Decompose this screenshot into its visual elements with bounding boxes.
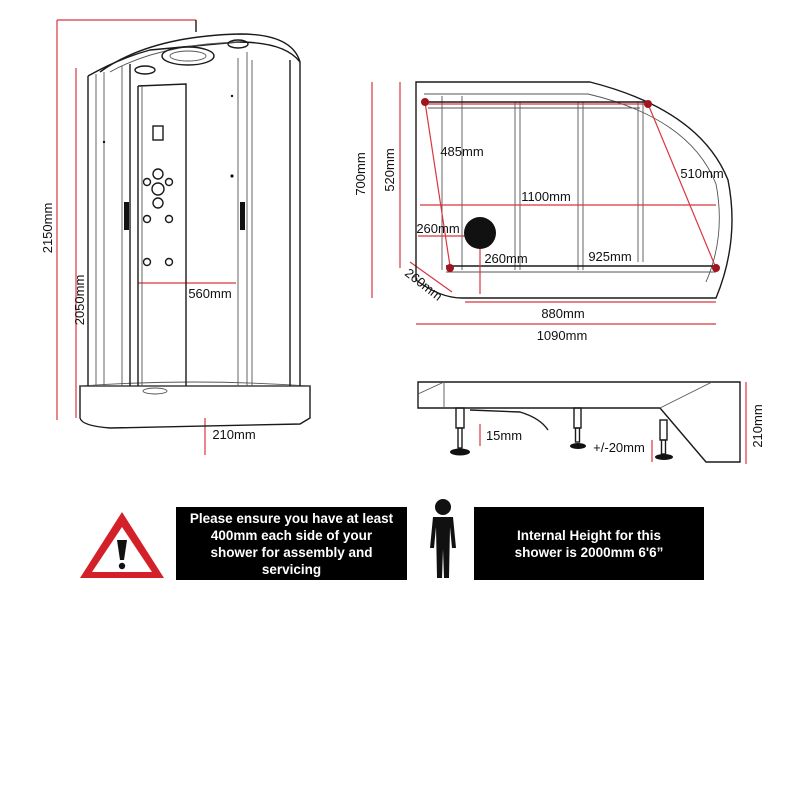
dim-front-inner-width: 560mm: [188, 286, 231, 301]
internal-height-notice-text: Internal Height for this shower is 2000m…: [514, 527, 664, 560]
dim-plan-510: 510mm: [680, 166, 723, 181]
dim-plan-485: 485mm: [440, 144, 483, 159]
dim-plan-260-right: 260mm: [484, 251, 527, 266]
dim-side-adjust: +/-20mm: [593, 440, 645, 455]
dim-plan-260-left: 260mm: [416, 221, 459, 236]
dim-plan-880: 880mm: [541, 306, 584, 321]
dim-side-210: 210mm: [750, 404, 765, 447]
internal-height-notice: Internal Height for this shower is 2000m…: [474, 507, 704, 580]
dim-plan-260-diagonal: 260mm: [402, 265, 445, 304]
warning-triangle-icon: [80, 512, 164, 578]
person-silhouette-icon: [430, 499, 456, 578]
dim-plan-925: 925mm: [588, 249, 631, 264]
front-view: 2150mm 2050mm 560mm 210mm: [40, 19, 311, 455]
assembly-space-notice: Please ensure you have at least 400mm ea…: [176, 507, 407, 580]
dim-front-tray-height: 210mm: [212, 427, 255, 442]
side-view: 15mm +/-20mm 210mm: [417, 381, 765, 464]
dim-plan-depth-rect: 520mm: [382, 148, 397, 191]
plan-view: 700mm 520mm 485mm 510mm 1100mm 260mm 260…: [353, 81, 733, 343]
dim-front-height: 2050mm: [72, 275, 87, 326]
dim-plan-1100: 1100mm: [521, 189, 571, 204]
dim-plan-1090: 1090mm: [537, 328, 588, 343]
dim-front-total-height: 2150mm: [40, 203, 55, 254]
dim-side-15: 15mm: [486, 428, 522, 443]
assembly-space-notice-text: Please ensure you have at least 400mm ea…: [189, 510, 394, 577]
dim-plan-depth-total: 700mm: [353, 152, 368, 195]
